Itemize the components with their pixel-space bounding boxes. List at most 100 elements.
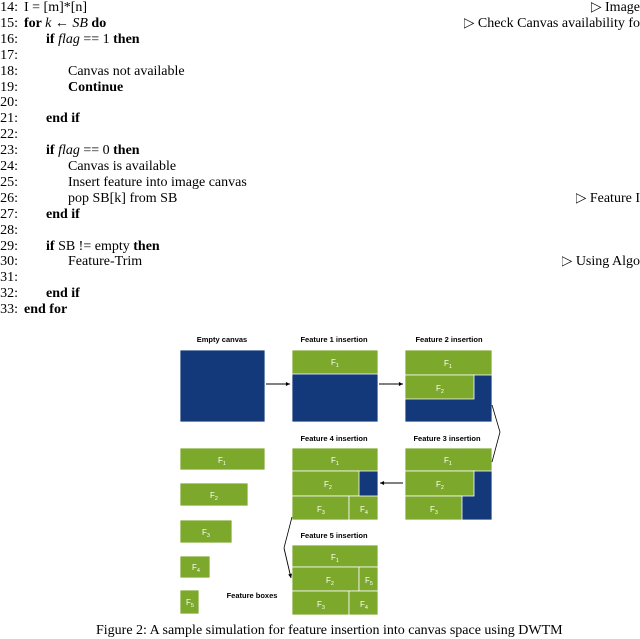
line-number: 33: (0, 302, 18, 318)
line-number: 15: (0, 15, 18, 31)
code-text: == 1 (79, 31, 114, 47)
feature-label: F5 (186, 598, 194, 609)
arrow-f1-to-f2-head (398, 382, 403, 386)
feature-box (404, 495, 463, 521)
algorithm-line: 30:Feature-Trim▷ Using Algo (0, 254, 640, 270)
connector-f4-to-f5 (283, 516, 293, 549)
code-text: SB != empty (58, 238, 134, 254)
feature-label: F2 (326, 576, 334, 587)
line-code: end for (24, 302, 67, 318)
line-comment: ▷ Check Canvas availability fo (463, 15, 640, 31)
panel-title: Feature 4 insertion (300, 434, 368, 443)
keyword: for (24, 15, 46, 31)
math-symbol: k (45, 15, 52, 31)
algorithm-line: 31: (0, 270, 640, 286)
algorithm-line: 21: end if (0, 111, 640, 127)
feature-label: F2 (210, 491, 218, 502)
line-number: 25: (0, 174, 18, 190)
keyword: end if (46, 206, 80, 222)
keyword: end if (46, 286, 80, 302)
keyword: if (46, 31, 59, 47)
feature-box (348, 495, 379, 521)
panel-title: Feature 2 insertion (415, 335, 483, 344)
algorithm-line: 22: (0, 127, 640, 143)
algorithm-line: 18:Canvas not available (0, 64, 640, 80)
algorithm-line: 16:if flag == 1 then (0, 32, 640, 48)
code-text: == 0 (79, 143, 114, 159)
keyword: then (113, 143, 140, 159)
algorithm-line: 29:if SB != empty then (0, 239, 640, 255)
line-number: 14: (0, 0, 18, 15)
line-code: if flag == 1 then (46, 32, 140, 48)
feature-label: F4 (360, 505, 368, 516)
feature-box (291, 470, 360, 497)
feature-label: F1 (444, 359, 452, 370)
panel-title: Feature 5 insertion (300, 531, 368, 540)
feature-label: F3 (202, 528, 210, 539)
code-text: ← (51, 15, 73, 31)
algorithm-line: 27: end if (0, 207, 640, 223)
arrow-to-f5-head (288, 573, 292, 578)
panel-title: Feature 1 insertion (300, 335, 368, 344)
line-number: 20: (0, 95, 18, 111)
line-code: if flag == 0 then (46, 143, 140, 159)
feature-box (404, 470, 475, 497)
line-comment: ▷ Feature I (575, 190, 640, 206)
figure-caption: Figure 2: A sample simulation for featur… (96, 623, 563, 638)
feature-box (291, 566, 360, 592)
algorithm-line: 19:Continue (0, 80, 640, 96)
feature-label: F1 (331, 358, 339, 369)
feature-label: F1 (218, 456, 226, 467)
algorithm-line: 23: if flag == 0 then (0, 143, 640, 159)
math-symbol: flag (58, 143, 80, 159)
panel-title: Feature 3 insertion (413, 434, 481, 443)
feature-box-f4 (179, 555, 211, 579)
math-symbol: SB (72, 15, 88, 31)
code-text: pop SB[k] from SB (68, 190, 178, 206)
feature-label: F1 (331, 456, 339, 467)
algorithm-line: 25: Insert feature into image canvas (0, 175, 640, 191)
feature-box-f5 (179, 589, 200, 615)
algorithm-line: 33: end for (0, 302, 640, 318)
line-number: 27: (0, 206, 18, 222)
keyword: do (87, 15, 107, 31)
feature-box-f1 (179, 447, 266, 471)
feature-label: F3 (317, 505, 325, 516)
keyword: end for (24, 302, 68, 318)
code-text: Feature-Trim (68, 254, 143, 270)
feature-label: F3 (317, 600, 325, 611)
line-code: end if (46, 111, 80, 127)
line-number: 24: (0, 159, 18, 174)
feature-label: F2 (436, 480, 444, 491)
line-code: end if (46, 207, 80, 223)
code-text: Canvas not available (68, 63, 185, 79)
keyword: if (46, 238, 59, 254)
feature-box (291, 349, 379, 375)
algorithm-line: 15: for k ← SB do ▷ Check Canvas availabil… (0, 16, 640, 32)
line-code: if SB != empty then (46, 239, 160, 255)
keyword: then (133, 238, 160, 254)
feature-label: F2 (324, 480, 332, 491)
line-code: Continue (68, 80, 123, 96)
line-code: I = [m]*[n] (24, 0, 87, 16)
feature-box-f2 (179, 482, 249, 507)
panel-title: Empty canvas (197, 335, 247, 344)
feature-label: F4 (192, 563, 200, 574)
feature-box (404, 374, 475, 400)
algorithm-line: 32:end if (0, 286, 640, 302)
algorithm-line: 24: Canvas is available (0, 159, 640, 175)
line-number: 30: (0, 254, 18, 270)
algorithm-line: 17: (0, 48, 640, 64)
line-code: Canvas is available (68, 159, 176, 175)
keyword: then (113, 31, 140, 47)
feature-box (291, 590, 350, 616)
arrow-to-f5 (283, 547, 292, 579)
line-code: Insert feature into image canvas (68, 175, 247, 191)
line-number: 23: (0, 143, 18, 159)
code-text: I = [m]*[n] (24, 0, 88, 15)
connector-f2-to-f3 (491, 404, 501, 463)
line-number: 21: (0, 111, 18, 127)
line-number: 31: (0, 270, 18, 286)
